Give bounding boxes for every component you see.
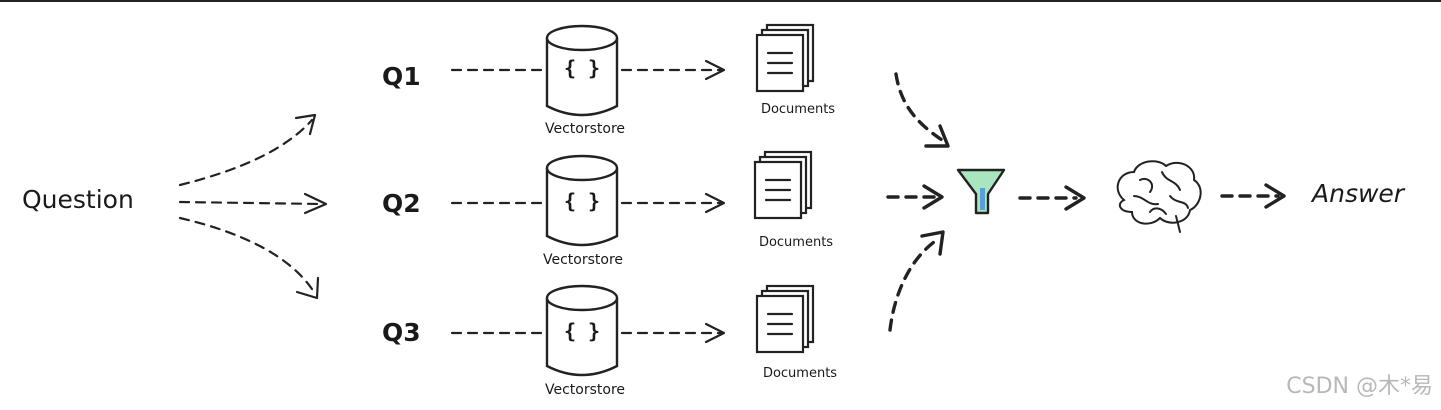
store-symbol-2: { } [564,189,600,213]
query-row-2: Q2 { } Vectorstore Documents [382,150,833,268]
converge-arrow-mid [886,184,944,210]
store-label-2: Vectorstore [543,252,623,268]
docs-label-2: Documents [759,235,833,250]
docs-label-3: Documents [763,366,837,381]
brain-icon [1116,160,1202,233]
query-row-3: Q3 { } Vectorstore Documents [382,284,837,398]
converge-arrow-top [894,72,950,148]
fan-arrow-q2 [178,192,328,215]
watermark: CSDN @木*易 [1286,374,1433,399]
fan-arrow-q3 [178,216,320,300]
store-label-1: Vectorstore [545,121,625,137]
query-label-q1: Q1 [382,62,421,91]
converge-arrow-bottom [888,230,945,332]
arrow-brain-to-answer [1220,183,1286,209]
docs-label-1: Documents [761,102,835,117]
documents-icon [753,150,813,220]
query-row-1: Q1 { } Vectorstore Documents [382,23,835,137]
store-label-3: Vectorstore [545,382,625,398]
documents-icon [755,284,815,354]
arrow-filter-to-brain [1018,185,1086,211]
query-label-q3: Q3 [382,318,421,347]
query-label-q2: Q2 [382,189,421,218]
fan-arrow-q1 [178,113,317,187]
store-symbol-1: { } [564,56,600,80]
answer-label: Answer [1310,179,1406,208]
store-symbol-3: { } [564,319,600,343]
documents-icon [755,23,815,93]
funnel-icon [956,168,1006,215]
question-label: Question [22,185,134,214]
